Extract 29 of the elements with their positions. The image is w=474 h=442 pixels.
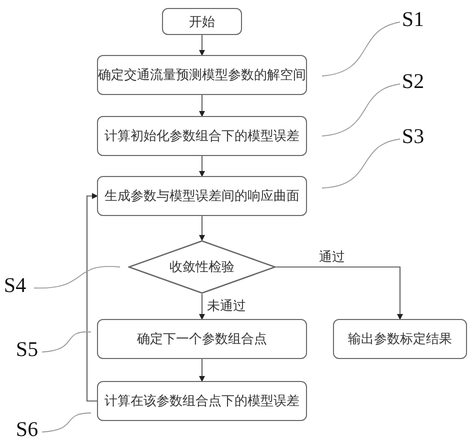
process-box: 开始 xyxy=(162,8,242,35)
arrow xyxy=(199,35,205,56)
process-box: 确定下一个参数组合点 xyxy=(97,319,307,359)
arrow xyxy=(199,294,205,320)
step-label: S6 xyxy=(12,416,42,442)
leader-line xyxy=(322,84,400,136)
leader-line xyxy=(322,22,400,76)
step-label: S2 xyxy=(398,68,428,94)
leader-line xyxy=(34,266,120,288)
arrow xyxy=(276,266,403,320)
arrow xyxy=(86,193,98,402)
leader-line xyxy=(322,138,400,188)
step-label: S1 xyxy=(398,6,428,32)
step-label: S5 xyxy=(12,336,42,362)
process-box: 输出参数标定结果 xyxy=(333,319,467,359)
arrow xyxy=(199,156,205,177)
step-label: S3 xyxy=(398,123,428,149)
arrow xyxy=(199,216,205,241)
edge-label: 未通过 xyxy=(206,297,247,315)
process-box: 确定交通流量预测模型参数的解空间 xyxy=(97,55,307,95)
process-box: 计算在该参数组合点下的模型误差 xyxy=(97,381,307,421)
process-box: 生成参数与模型误差间的响应曲面 xyxy=(97,176,307,216)
leader-line xyxy=(42,331,92,352)
arrow xyxy=(199,95,205,117)
decision-diamond: 收敛性检验 xyxy=(128,240,276,294)
arrow xyxy=(199,359,205,382)
process-box: 计算初始化参数组合下的模型误差 xyxy=(97,116,307,156)
leader-line xyxy=(42,412,92,432)
step-label: S4 xyxy=(0,272,30,298)
